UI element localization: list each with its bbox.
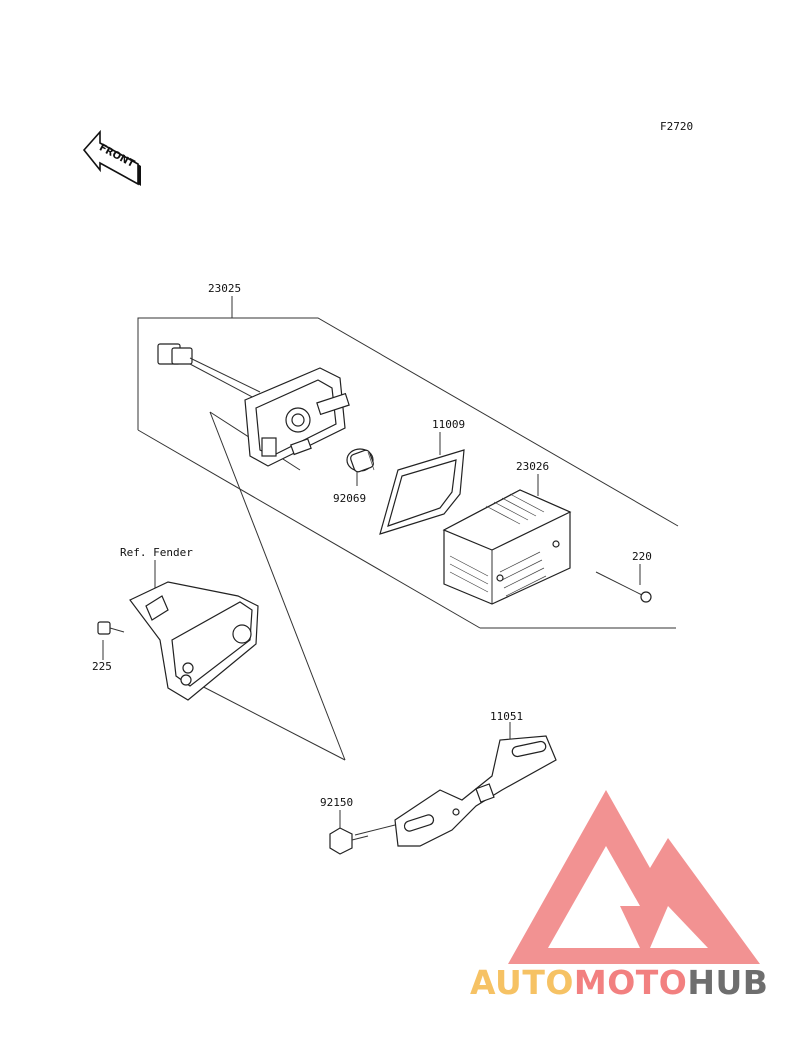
callout-11009: 11009: [432, 418, 465, 431]
watermark-hub: HUB: [687, 963, 768, 1002]
lens: [442, 489, 572, 605]
callout-92069: 92069: [333, 492, 366, 505]
bracket: [394, 735, 557, 847]
watermark-logo: AUTOMOTOHUB: [470, 790, 768, 1002]
leader-lines: [102, 411, 641, 836]
fender-bolt: [97, 621, 125, 635]
callout-225: 225: [92, 660, 112, 673]
bulb: [346, 448, 375, 473]
front-arrow-icon: FRONT: [82, 129, 141, 186]
fender-mount: [129, 581, 259, 701]
callout-92150: 92150: [320, 796, 353, 809]
assembly-outline: [137, 296, 679, 629]
watermark-moto: MOTO: [574, 963, 687, 1002]
callout-23026: 23026: [516, 460, 549, 473]
callout-23025: 23025: [208, 282, 241, 295]
callout-ref-fender: Ref. Fender: [120, 546, 193, 559]
bracket-bolt: [329, 827, 369, 855]
figure-code: F2720: [660, 120, 693, 133]
gasket: [379, 449, 465, 535]
svg-text:AUTOMOTOHUB: AUTOMOTOHUB: [470, 963, 768, 1002]
lamp-housing: [244, 367, 350, 467]
watermark-triangle-icon: [508, 790, 760, 964]
callout-220: 220: [632, 550, 652, 563]
callout-11051: 11051: [490, 710, 523, 723]
watermark-auto: AUTO: [470, 963, 574, 1002]
lens-screw: [595, 571, 652, 603]
connector-wire: [157, 343, 261, 401]
